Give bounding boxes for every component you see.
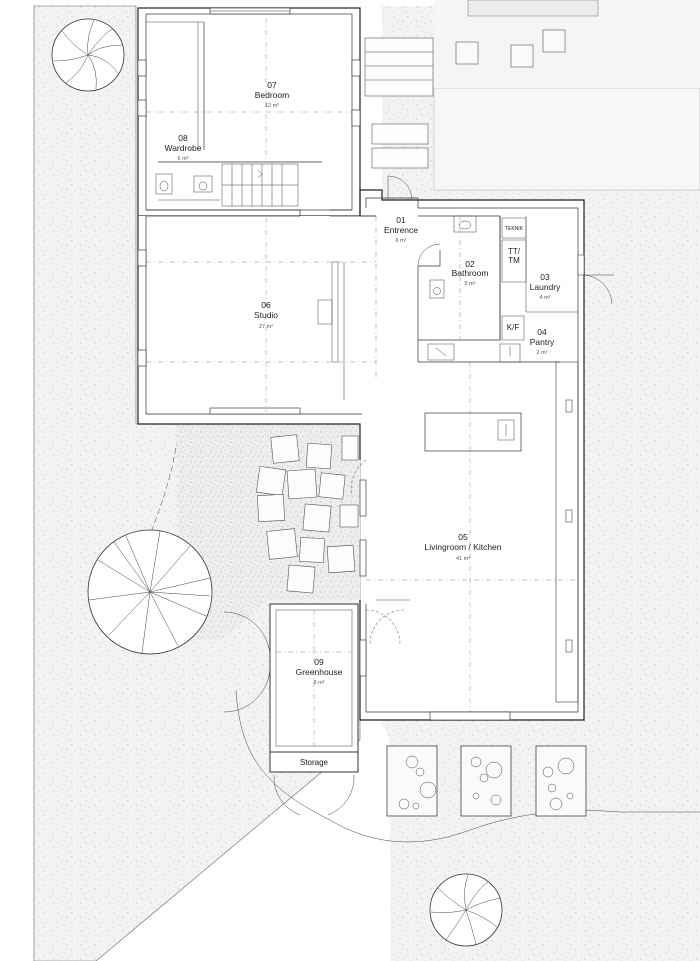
svg-text:Pantry: Pantry: [530, 337, 555, 347]
room-label-studio: 06 Studio 27 m²: [254, 300, 278, 330]
teknik-label: TEKNIK: [505, 226, 524, 232]
svg-text:6 m²: 6 m²: [178, 156, 189, 162]
svg-text:12 m²: 12 m²: [265, 103, 279, 109]
svg-text:03: 03: [540, 272, 550, 282]
room-label-laundry: 03 Laundry 4 m²: [530, 272, 561, 301]
tt-label: TT/: [508, 247, 521, 256]
svg-text:2 m²: 2 m²: [537, 350, 548, 356]
svg-text:01: 01: [396, 215, 406, 225]
building: [137, 7, 614, 721]
greenhouse: [223, 603, 359, 816]
svg-text:8 m²: 8 m²: [314, 680, 325, 686]
svg-text:08: 08: [178, 133, 188, 143]
tree-icon: [87, 529, 213, 655]
raised-beds: [386, 745, 587, 817]
room-label-wardrobe: 08 Wardrobe 6 m²: [164, 133, 201, 162]
tree-icon: [429, 873, 503, 947]
svg-text:02: 02: [465, 259, 475, 269]
svg-text:41 m²: 41 m²: [456, 556, 470, 562]
room-label-pantry: 04 Pantry 2 m²: [530, 327, 555, 356]
room-label-bathroom: 02 Bathroom 5 m²: [452, 259, 489, 287]
kf-label: K/F: [507, 323, 520, 332]
svg-text:Bedroom: Bedroom: [255, 90, 290, 100]
svg-text:Studio: Studio: [254, 310, 278, 320]
tree-icon: [51, 18, 125, 92]
room-label-livingroom-kitchen: 05 Livingroom / Kitchen 41 m²: [424, 532, 501, 562]
svg-text:Wardrobe: Wardrobe: [164, 143, 201, 153]
room-label-greenhouse: 09 Greenhouse 8 m²: [296, 657, 343, 686]
svg-text:04: 04: [537, 327, 547, 337]
svg-text:Greenhouse: Greenhouse: [296, 667, 343, 677]
svg-text:Entrence: Entrence: [384, 225, 418, 235]
svg-text:27 m²: 27 m²: [259, 324, 273, 330]
room-label-bedroom: 07 Bedroom 12 m²: [255, 80, 290, 109]
storage-label: Storage: [300, 758, 329, 767]
svg-text:5 m²: 5 m²: [465, 281, 476, 287]
svg-text:05: 05: [458, 532, 468, 542]
svg-text:09: 09: [314, 657, 324, 667]
tm-label: TM: [508, 256, 520, 265]
svg-text:4 m²: 4 m²: [540, 295, 551, 301]
svg-text:6 m²: 6 m²: [396, 238, 407, 244]
svg-text:07: 07: [267, 80, 277, 90]
room-label-entrence: 01 Entrence 6 m²: [384, 215, 418, 244]
svg-text:Livingroom / Kitchen: Livingroom / Kitchen: [424, 542, 501, 552]
svg-text:Laundry: Laundry: [530, 282, 561, 292]
svg-text:06: 06: [261, 300, 271, 310]
svg-text:Bathroom: Bathroom: [452, 268, 489, 278]
